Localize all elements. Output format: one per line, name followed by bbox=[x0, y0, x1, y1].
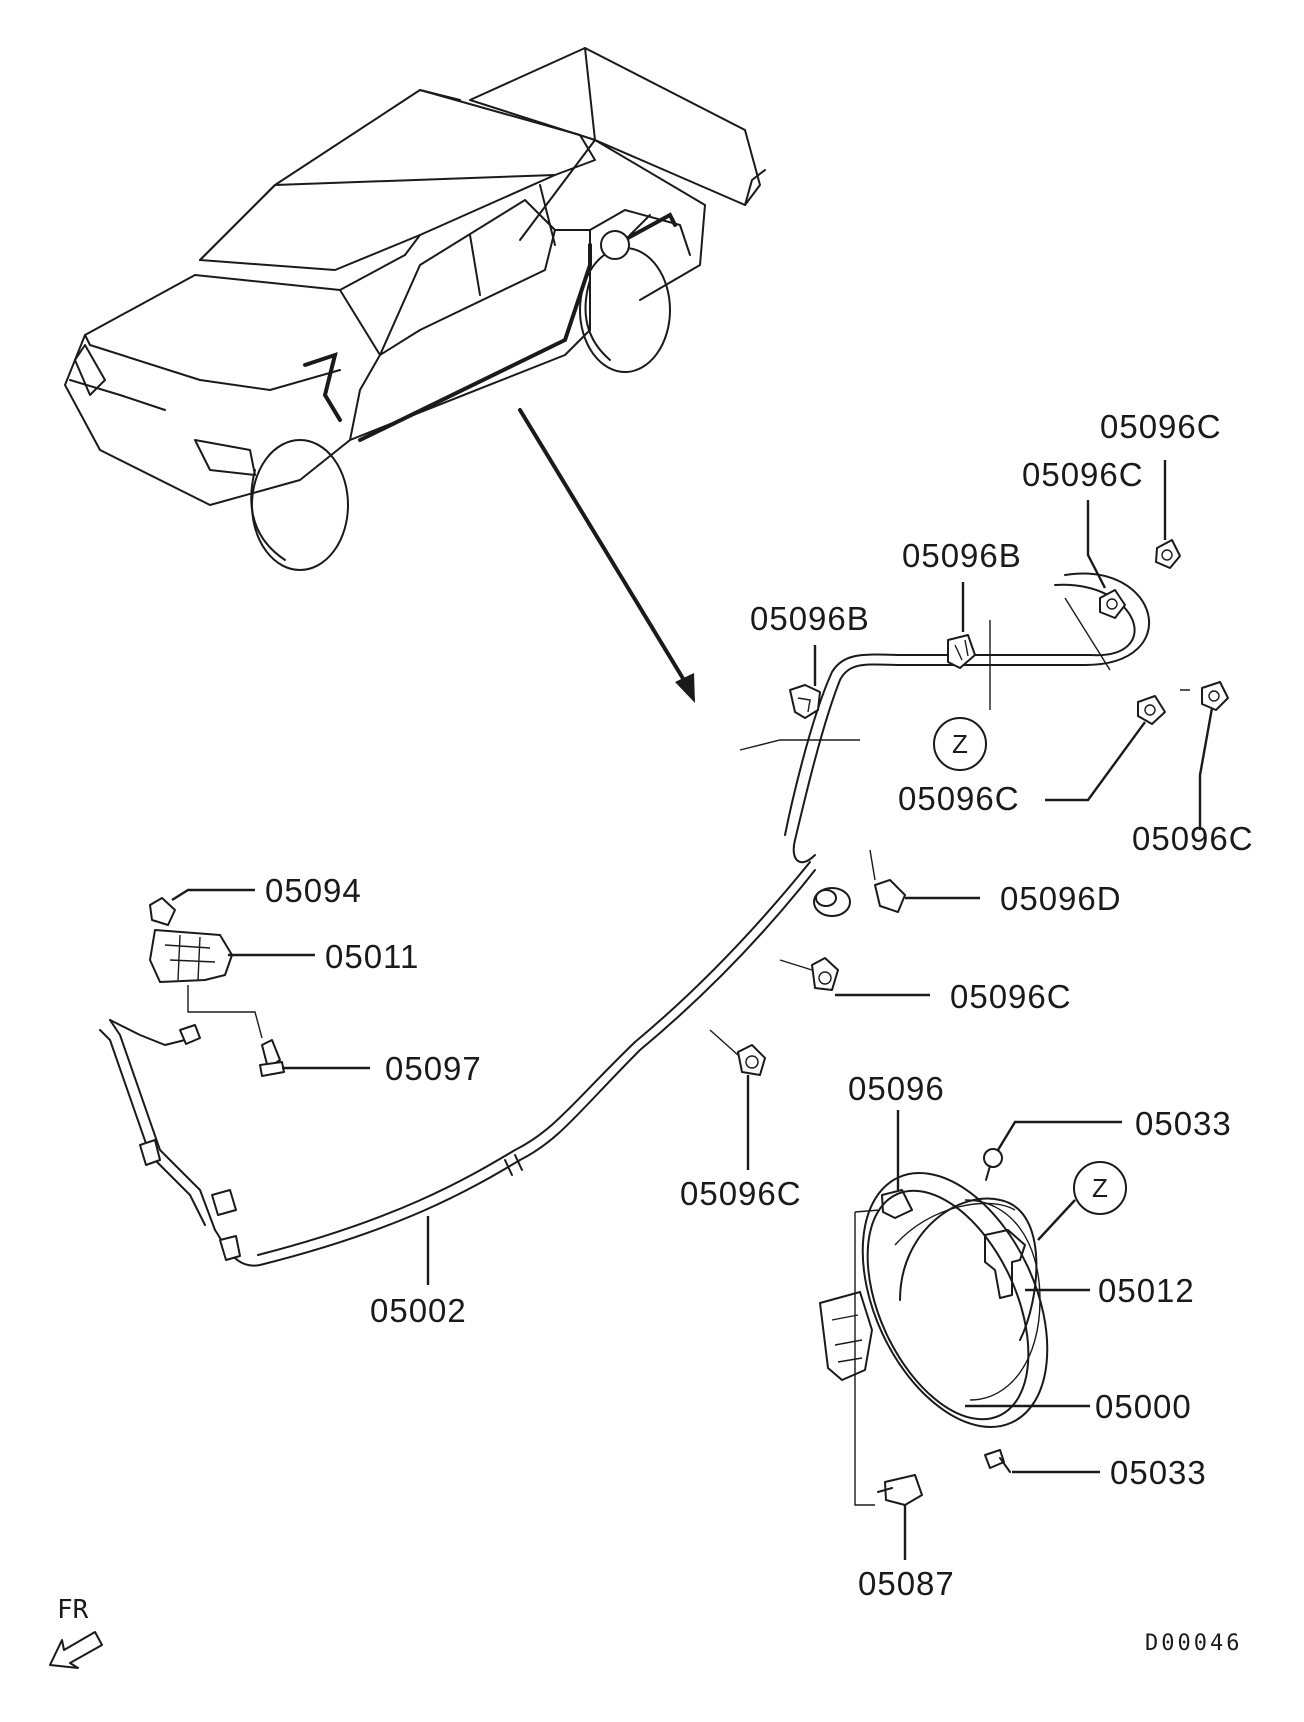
callout-z-1: Z bbox=[933, 717, 987, 771]
callout-z-2-text: Z bbox=[1092, 1173, 1108, 1203]
part-label-05002: 05002 bbox=[370, 1292, 467, 1329]
part-label-05096d: 05096D bbox=[1000, 880, 1122, 917]
part-label-05096c-center: 05096C bbox=[898, 780, 1020, 817]
part-label-05094: 05094 bbox=[265, 872, 362, 909]
part-label-05012: 05012 bbox=[1098, 1272, 1195, 1309]
part-label-05096c-top: 05096C bbox=[1022, 456, 1144, 493]
part-label-05096b-upper: 05096B bbox=[902, 537, 1022, 574]
part-label-05000: 05000 bbox=[1095, 1388, 1192, 1425]
part-label-05033-upper: 05033 bbox=[1135, 1105, 1232, 1142]
part-label-05087: 05087 bbox=[858, 1565, 955, 1602]
part-label-05033-lower: 05033 bbox=[1110, 1454, 1207, 1491]
fuel-lid-assembly bbox=[819, 1172, 1049, 1506]
part-label-05096: 05096 bbox=[848, 1070, 945, 1107]
vehicle-outline bbox=[64, 47, 766, 571]
part-label-05096b-left: 05096B bbox=[750, 600, 870, 637]
leader-lines bbox=[171, 460, 1214, 1560]
callout-z-2: Z bbox=[1073, 1161, 1127, 1215]
part-label-05097: 05097 bbox=[385, 1050, 482, 1087]
drawing-reference-code: D00046 bbox=[1145, 1631, 1242, 1656]
part-label-05096c-middle: 05096C bbox=[950, 978, 1072, 1015]
callout-z-1-text: Z bbox=[952, 729, 968, 759]
front-direction-indicator: FR bbox=[49, 1595, 103, 1669]
front-direction-label: FR bbox=[57, 1595, 89, 1625]
pointer-arrow bbox=[518, 408, 695, 703]
clip-parts bbox=[149, 539, 1229, 1506]
part-label-05096c-right: 05096C bbox=[1132, 820, 1254, 857]
fuel-lid-cable bbox=[99, 572, 1151, 1267]
part-label-05011: 05011 bbox=[325, 938, 419, 975]
part-label-05096c-top-right: 05096C bbox=[1100, 408, 1222, 445]
front-arrow-icon bbox=[49, 1631, 103, 1669]
part-label-05096c-lower: 05096C bbox=[680, 1175, 802, 1212]
